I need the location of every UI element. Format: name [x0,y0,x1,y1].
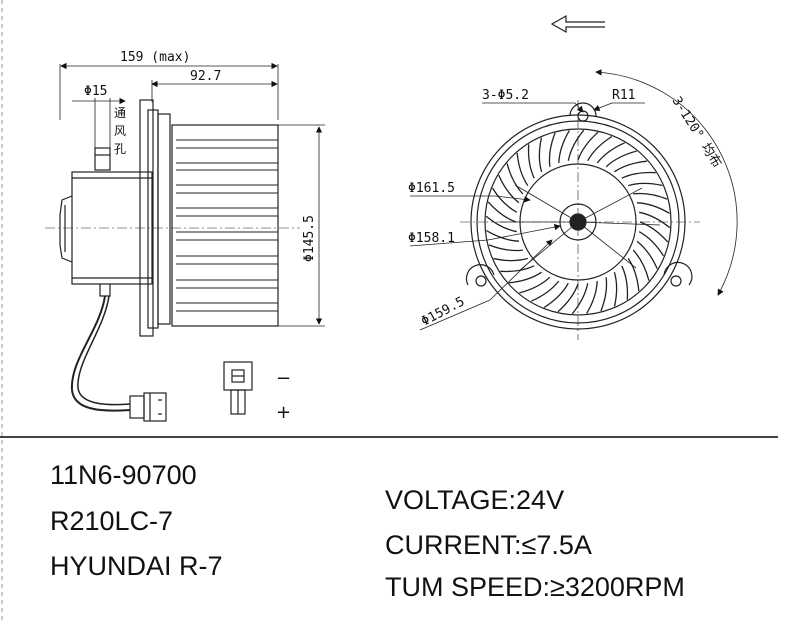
fan-blade [519,276,551,294]
vent-tube [94,147,111,171]
fan-blade [527,144,535,179]
mount-ear-right [663,261,693,286]
mount-ear-left [465,264,495,286]
fan-blade [488,244,523,252]
mounting-flange [139,99,154,337]
fan-blade [530,280,560,302]
blower-wheel-side [171,124,279,327]
dim-overall-length: 159 (max) [120,50,190,65]
fan-blade [639,211,671,229]
dim-diameter-159: Φ159.5 [419,294,468,329]
spec-speed: TUM SPEED:≥3200RPM [385,572,685,602]
fan-blade [516,152,529,186]
fan-blade [586,280,598,314]
leader-phi159 [419,299,491,331]
fan-blade [633,192,668,200]
mount-ear-top [569,102,597,117]
fan-blade [600,277,608,312]
cable [70,295,131,412]
dim-flange-to-end: 92.7 [190,69,221,84]
part-number: 11N6-90700 [50,460,197,490]
dim-mount-holes: 3-Φ5.2 [482,88,529,103]
fan-blade [587,135,613,162]
fan-blade [557,283,579,313]
spec-voltage: VOLTAGE:24V [385,485,565,515]
fan-blade [636,202,670,214]
leader-phi158 [409,239,489,247]
fan-blade [613,272,618,307]
spec-current: CURRENT:≤7.5A [385,530,592,560]
dim-ear-radius: R11 [612,88,635,103]
fan-blade [548,132,556,167]
dim-wheel-diameter: Φ145.5 [302,215,317,262]
fan-blade [596,142,626,164]
fan-blade [614,160,648,173]
fan-blade [493,257,528,262]
terminal-minus-label: − [276,368,291,389]
machine-model: R210LC-7 [50,506,174,536]
fan-blade [498,174,520,204]
fan-blade [500,265,535,273]
motor-bracket [99,284,111,297]
cable-connector [129,395,145,419]
dim-hole-spacing: 3-120° 均布 [669,94,725,170]
fan-blade [508,271,542,284]
terminal-plus-label: + [276,402,291,423]
motor-end-cap [59,195,73,263]
vent-label-char-3: 孔 [114,142,126,156]
fan-blade [577,131,599,161]
fan-blade [543,282,569,309]
fan-blade [558,130,570,164]
dim-diameter-161: Φ161.5 [408,181,455,196]
front-view [409,14,738,340]
fan-blade [538,137,543,172]
fan-blade [628,182,663,187]
fan-blade [636,240,658,270]
fan-blade [487,201,517,223]
vent-label-char-2: 风 [114,124,126,138]
fan-blade [621,265,629,300]
fan-blade [621,171,656,179]
fan-blade [638,231,665,257]
machine-series: HYUNDAI R-7 [50,551,223,581]
dim-diameter-158: Φ158.1 [408,231,455,246]
angle-arc-120 [595,69,738,296]
fan-blade [486,230,520,242]
fan-blade [491,187,518,213]
fan-blade [506,163,524,195]
side-view [45,62,325,422]
rotation-arrow-icon [550,14,605,34]
fan-blade [567,129,585,161]
fan-blade [485,215,517,233]
dim-vent-diameter: Φ15 [84,84,107,99]
vent-label-char-1: 通 [114,106,126,120]
fan-blade [571,283,589,315]
